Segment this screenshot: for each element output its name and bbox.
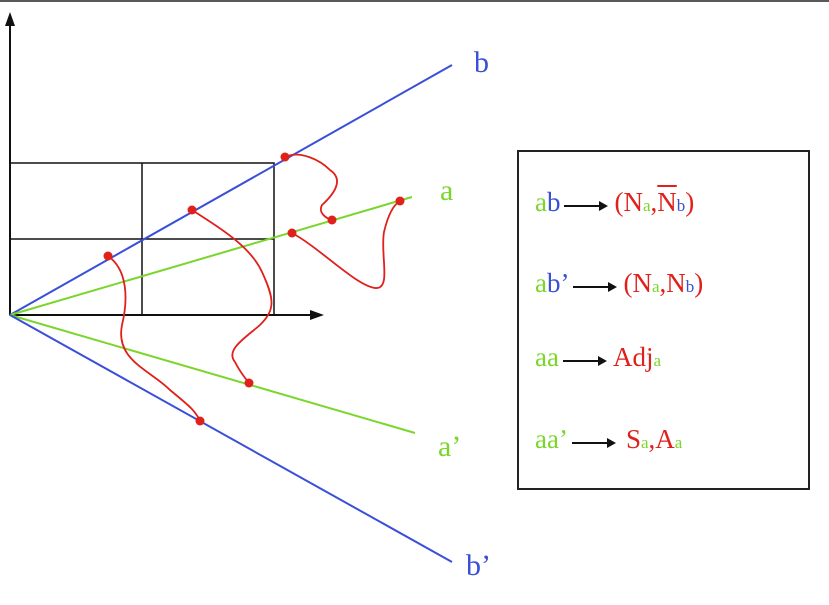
- point-2: [187, 205, 197, 215]
- point-8: [195, 416, 205, 426]
- point-7: [244, 378, 254, 388]
- arrow-icon: [571, 438, 616, 448]
- ray-label-a-prime: a’: [438, 430, 461, 463]
- legend-sep: ,: [648, 424, 656, 454]
- axes: [5, 12, 324, 320]
- point-1: [103, 251, 113, 261]
- ray-a-prime: [9, 314, 416, 434]
- legend-sub-a: a: [653, 351, 662, 370]
- legend-term-b-prime: b’: [546, 268, 570, 298]
- y-axis-arrowhead: [5, 12, 15, 26]
- red-curves: [107, 153, 401, 422]
- legend-sub-b: b: [685, 277, 695, 296]
- legend-term-a: a: [535, 187, 547, 217]
- arrow-icon: [562, 356, 607, 366]
- legend-sub-a: a: [641, 433, 649, 452]
- ray-b: [9, 64, 453, 316]
- legend-term-a: a: [535, 268, 547, 298]
- red-points: [103, 152, 405, 426]
- x-axis-arrowhead: [310, 310, 324, 320]
- legend-result-close: ): [694, 268, 704, 298]
- curve-1: [107, 255, 201, 422]
- curve-4: [291, 200, 401, 289]
- ray-b-prime: [9, 314, 453, 563]
- legend-n-bar: N: [657, 187, 677, 217]
- legend-term-b: b: [546, 187, 561, 217]
- arrow-icon: [564, 201, 609, 211]
- point-6: [395, 196, 405, 206]
- legend-result-s: S: [625, 424, 641, 454]
- point-4: [327, 215, 337, 225]
- arrow-icon: [573, 282, 618, 292]
- curve-3: [284, 153, 338, 221]
- point-3: [280, 152, 290, 162]
- legend-result-adj: Adj: [612, 342, 654, 372]
- legend-term-aa-prime: aa’: [535, 424, 568, 454]
- ray-label-b-prime: b’: [466, 549, 491, 582]
- legend-result-open: (N: [614, 187, 643, 217]
- legend-sep: ,: [650, 187, 658, 217]
- legend-result-close: ): [685, 187, 695, 217]
- legend-term-aa: aa: [535, 342, 559, 372]
- legend-result-a: A: [655, 424, 675, 454]
- legend-sub-a: a: [674, 433, 683, 452]
- legend-sub-b: b: [676, 196, 686, 215]
- legend-sub-a: a: [642, 196, 651, 215]
- legend-result-open: (N: [623, 268, 652, 298]
- grid: [9, 162, 275, 316]
- ray-label-a: a: [440, 174, 453, 207]
- curve-2: [191, 209, 273, 384]
- legend-sub-a: a: [651, 277, 660, 296]
- legend-n: N: [666, 268, 686, 298]
- point-5: [287, 228, 297, 238]
- rays: [9, 64, 453, 563]
- ray-a: [9, 196, 413, 316]
- legend-sep: ,: [659, 268, 667, 298]
- ray-label-b: b: [474, 46, 489, 79]
